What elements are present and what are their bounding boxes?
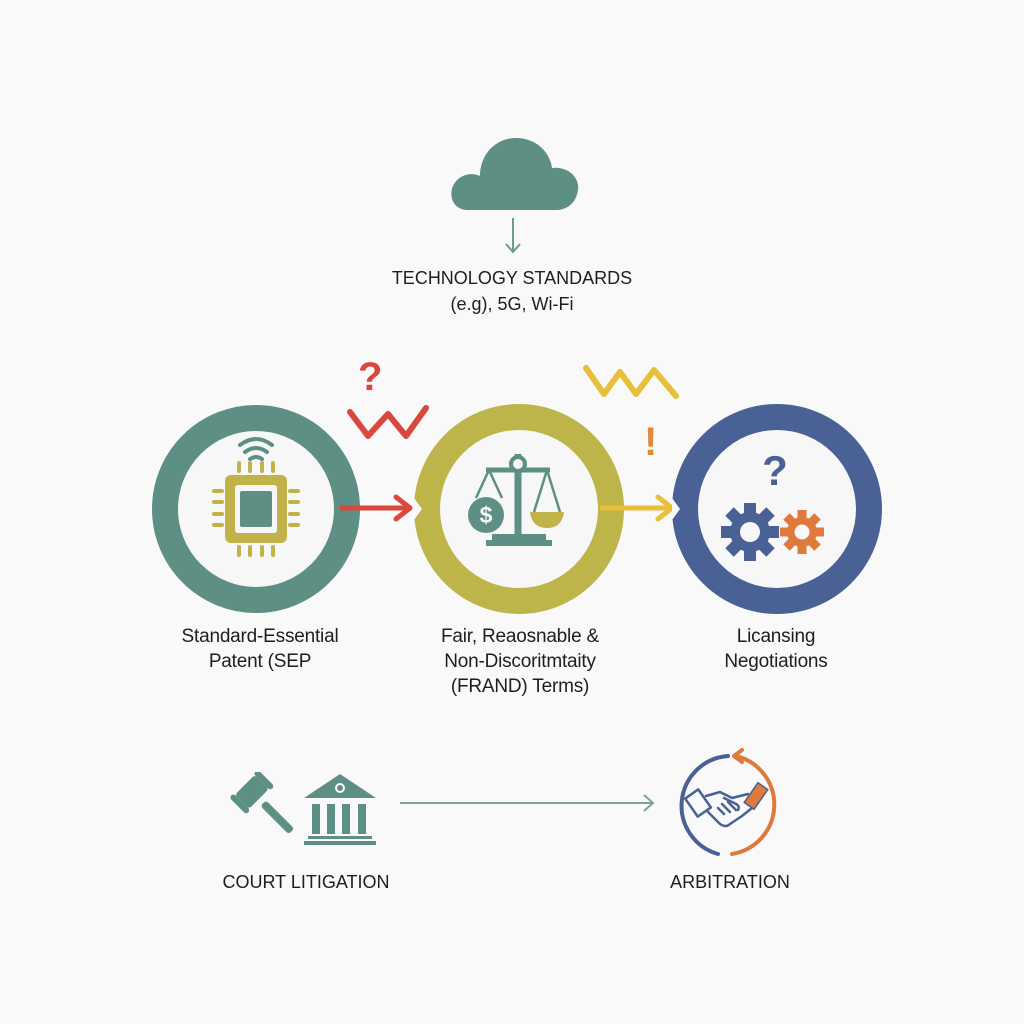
wireless-signal-icon [238, 437, 274, 461]
dollar-icon: $ [479, 502, 493, 528]
litigation-to-arbitration-arrow [398, 792, 658, 814]
red-arrow-icon [338, 494, 418, 522]
licensing-stage-circle: ? [672, 404, 882, 614]
yellow-zigzag-icon [580, 362, 684, 402]
frand-stage-circle: $ [414, 404, 624, 614]
technology-standards-title: TECHNOLOGY STANDARDS [391, 268, 633, 288]
handshake-icon [683, 788, 754, 828]
handshake-cycle-icon [672, 748, 792, 862]
sep-stage-circle [152, 405, 360, 613]
exclamation-icon: ! [644, 420, 658, 464]
down-arrow-icon [503, 216, 523, 256]
yellow-arrow-icon [598, 494, 680, 522]
chip-icon [212, 461, 300, 557]
scales-of-justice-icon [468, 454, 564, 546]
sep-label: Standard-Essential Patent (SEP [181, 626, 339, 672]
question-mark-icon: ? [358, 355, 383, 399]
gavel-icon [230, 772, 302, 840]
cloud-icon [446, 128, 582, 212]
licensing-label: Licansing Negotiations [724, 626, 828, 672]
court-litigation-label: COURT LITIGATION [222, 872, 390, 892]
arbitration-label: ARBITRATION [670, 872, 790, 892]
orange-gear-icon [780, 510, 824, 554]
blue-gear-icon [721, 503, 779, 561]
red-zigzag-icon [344, 402, 434, 442]
technology-standards-subtitle: (e.g), 5G, Wi-Fi [450, 294, 574, 314]
courthouse-icon [302, 772, 378, 846]
gear-question-icon: ? [762, 447, 788, 494]
frand-label: Fair, Reaosnable & Non-Discoritmtaity (F… [441, 626, 599, 697]
